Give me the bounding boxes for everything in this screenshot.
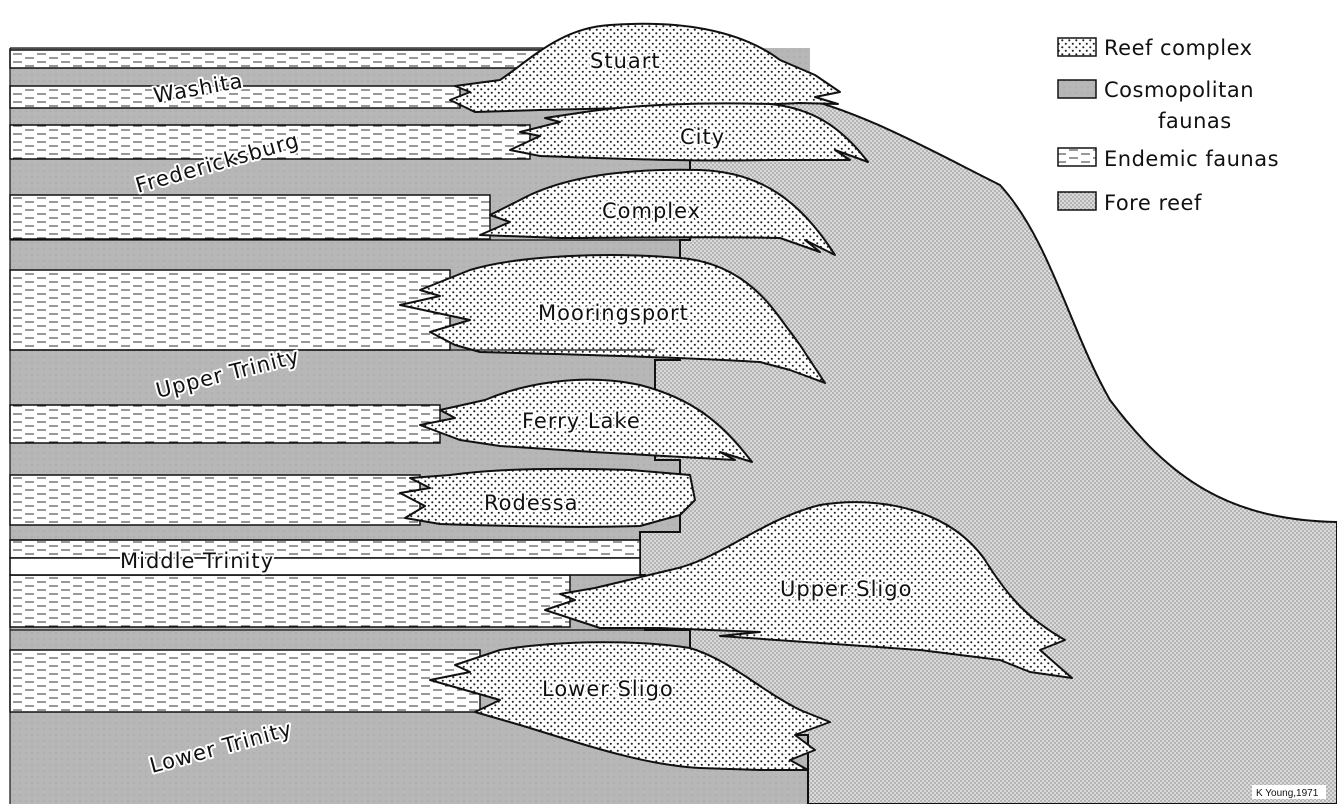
label-rodessa: Rodessa	[484, 491, 579, 515]
legend-swatch-fore-reef	[1058, 192, 1096, 210]
legend-label-cosmopolitan: Cosmopolitan	[1104, 78, 1254, 102]
legend-swatch-endemic	[1058, 148, 1096, 166]
label-complex: Complex	[602, 199, 701, 223]
legend-swatch-reef	[1058, 38, 1096, 56]
legend-label-cosmopolitan-2: faunas	[1158, 109, 1232, 133]
label-lower-sligo: Lower Sligo	[542, 677, 674, 701]
credit-text: K Young,1971	[1256, 788, 1319, 799]
label-city: City	[680, 125, 725, 149]
legend-label-fore-reef: Fore reef	[1104, 191, 1202, 215]
label-upper-sligo: Upper Sligo	[780, 577, 912, 601]
legend-label-reef: Reef complex	[1104, 36, 1253, 60]
label-stuart: Stuart	[590, 49, 661, 73]
label-middle-trinity: Middle Trinity	[120, 549, 274, 573]
label-ferry-lake: Ferry Lake	[522, 409, 641, 433]
label-mooringsport: Mooringsport	[538, 301, 689, 325]
legend-label-endemic: Endemic faunas	[1104, 147, 1279, 171]
legend: Reef complex Cosmopolitan faunas Endemic…	[1058, 36, 1279, 215]
legend-swatch-cosmopolitan	[1058, 80, 1096, 98]
